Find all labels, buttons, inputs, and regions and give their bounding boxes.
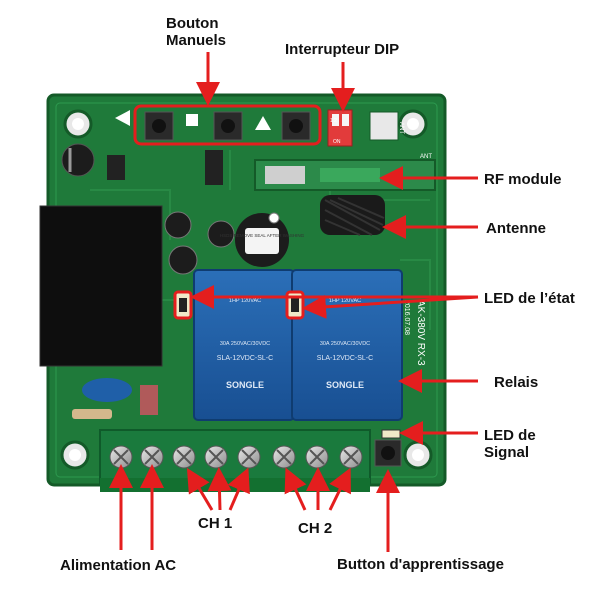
components (61, 143, 235, 275)
label-relays: Relais (494, 374, 539, 391)
silk-arrow-up-icon (255, 116, 271, 130)
board-date-text: 2016.07.08 (403, 300, 410, 335)
label-ac-power: Alimentation AC (60, 557, 177, 574)
relay-2-rating-hp: 1HP 120VAC (329, 298, 361, 304)
board-id-text: AK-380V RX-3 (415, 300, 426, 366)
silk-arrow-left-icon (115, 110, 130, 126)
transformer (39, 205, 163, 367)
buzzer (235, 212, 289, 267)
relay-1-model: SLA-12VDC-SL-C (217, 355, 273, 362)
rf-module (254, 159, 436, 191)
rf-ant-text: ANT (420, 154, 432, 160)
relay-2-model: SLA-12VDC-SL-C (317, 355, 373, 362)
ant-pad (369, 111, 399, 141)
annotation-arrows (109, 52, 479, 552)
ant-pad-text: ANT (398, 122, 404, 134)
label-signal-led: LED de Signal (484, 427, 536, 461)
label-learn-button: Button d'apprentissage (337, 556, 504, 573)
relay-1-rating-hp: 1HP 120VAC (229, 298, 261, 304)
relay-2-rating: 30A 250VAC/30VDC (320, 341, 370, 347)
label-ch2: CH 2 (298, 520, 333, 537)
silk-stop-icon (186, 114, 198, 126)
label-dip-switch: Interrupteur DIP (285, 41, 400, 58)
resistor (72, 409, 112, 419)
label-antenna: Antenne (486, 220, 546, 237)
label-manual-buttons: Bouton Manuels (166, 15, 227, 49)
manual-buttons (133, 104, 322, 146)
buzzer-text: HSDS REMOVE SEAL AFTER WASHING (220, 233, 305, 238)
relay-1-brand: SONGLE (226, 380, 264, 390)
dip-switch (327, 109, 353, 147)
blue-capacitor (82, 378, 132, 402)
label-rf-module: RF module (484, 171, 562, 188)
dip-on-text: ON (333, 139, 341, 145)
learn-button (374, 439, 402, 467)
mounting-holes (60, 109, 433, 470)
label-ch1: CH 1 (198, 515, 233, 532)
varistor (140, 385, 158, 415)
antenna-coil (320, 195, 385, 236)
relay-2-brand: SONGLE (326, 380, 364, 390)
relay-1-rating: 30A 250VAC/30VDC (220, 341, 270, 347)
label-status-led: LED de l’état (484, 290, 575, 307)
dip-numbers-text: 1 2 (330, 118, 337, 124)
terminal-block (99, 429, 371, 492)
signal-led (381, 429, 401, 439)
